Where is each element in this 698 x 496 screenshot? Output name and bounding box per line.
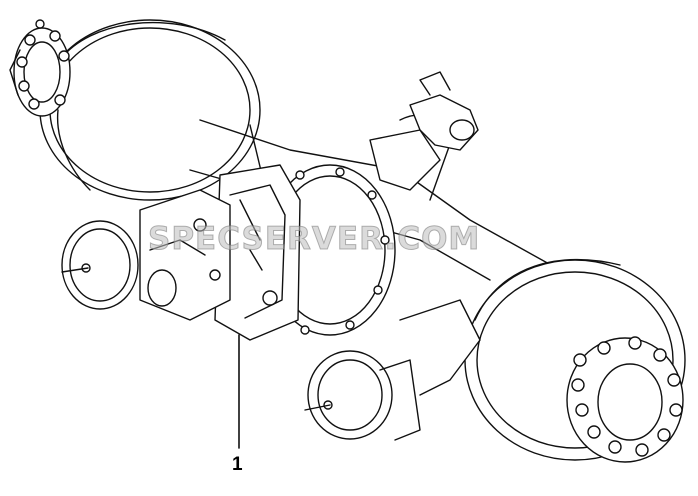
right-wheel-hub <box>464 258 686 463</box>
left-wheel-hub <box>9 19 261 201</box>
driveshaft-yoke <box>409 71 479 151</box>
right-brake-chamber <box>304 299 481 441</box>
right-hub-bolts <box>571 336 683 457</box>
input-housing <box>139 189 231 321</box>
differential-carrier <box>214 164 396 341</box>
left-hub-bolts <box>16 19 70 110</box>
left-brake-chamber <box>61 220 139 310</box>
callout-label: 1 <box>232 454 243 475</box>
watermark-text: SPECSERVER.COM <box>148 221 481 258</box>
